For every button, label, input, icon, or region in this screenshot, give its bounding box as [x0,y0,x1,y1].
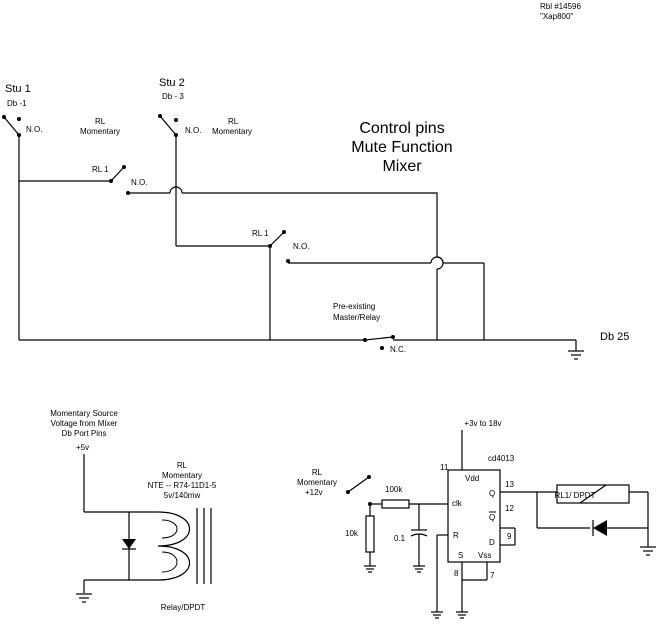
ref-number: Rbl #14596 [540,2,581,11]
output-relay-label: RL1/ DPDT [555,491,596,500]
pin-8: 8 [454,569,459,578]
relay-part-label: NTE -- R74-11D1-5 [148,481,217,490]
c01-label: 0.1 [394,534,406,543]
output-relay [528,484,649,547]
pin-d: D [489,538,495,547]
pre-existing-label: Pre-existing [333,302,375,311]
nc-label: N.C. [390,345,406,354]
rl1-no-label-2: N.O. [293,242,309,251]
relay-coil [83,454,212,593]
rl-label-2: RL [228,117,239,126]
pin-12: 12 [505,504,514,513]
ff-plus12-label: +12v [305,488,323,497]
pin-vdd: Vdd [465,474,479,483]
momentary-label-1: Momentary [80,127,120,136]
relay-contact-rl1-b [176,230,485,340]
relay-momentary-label: Momentary [162,471,202,480]
stu2-label: Stu 2 [159,77,185,89]
rl-label-1: RL [95,117,106,126]
switch-stu2 [158,114,178,246]
pin-clk: clk [452,499,463,508]
resistor-100k [370,499,448,509]
source-label-1: Momentary Source [50,409,118,418]
rl1-no-label-1: N.O. [131,178,147,187]
plus5-label: +5v [76,443,89,452]
momentary-label-2: Momentary [212,127,252,136]
switch1-no-label: N.O. [26,125,42,134]
rl1-label-1: RL 1 [92,165,109,174]
ic-cd4013 [436,430,528,612]
r10k-label: 10k [345,529,359,538]
ground-icon [640,546,656,556]
title-line-3: Mixer [382,158,422,175]
pin-s: S [458,551,463,560]
pin-q: Q [489,489,495,498]
ground-icon [456,611,468,619]
pin-13: 13 [505,480,514,489]
pin-qbar: Q [489,513,495,522]
supply-label: +3v to 18v [464,419,501,428]
chip-label: cd4013 [488,454,515,463]
ground-icon [76,593,92,603]
resistor-10k [364,504,376,573]
title-line-2: Mute Function [351,139,452,156]
capacitor-0-1 [410,504,428,573]
rl1-label-2: RL 1 [252,229,269,238]
pin-7: 7 [490,571,495,580]
pin-r: R [453,531,459,540]
switch2-no-label: N.O. [185,126,201,135]
title-line-1: Control pins [359,120,444,137]
relay-type-label: Relay/DPDT [161,603,206,612]
pin-9: 9 [507,532,512,541]
relay-rl-label: RL [177,461,188,470]
ground-icon [431,611,443,619]
ff-momentary-label: Momentary [297,478,337,487]
ref-name: "Xap800" [540,12,573,21]
switch-stu1 [2,115,21,340]
master-relay-contact [19,335,577,351]
r100k-label: 100k [385,485,403,494]
db1-label: Db -1 [7,99,27,108]
momentary-switch [346,475,372,506]
master-relay-label: Master/Relay [333,313,380,322]
ground-icon [568,350,584,360]
db3-label: Db - 3 [162,92,184,101]
relay-contact-rl1-a [19,165,444,340]
relay-rating-label: 5v/140mw [164,491,201,500]
pin-11: 11 [440,463,449,472]
source-label-2: Voltage from Mixer [51,419,118,428]
pin-vss: Vss [478,551,491,560]
source-label-3: Db Port Pins [62,429,107,438]
ff-rl-label: RL [312,468,323,477]
stu1-label: Stu 1 [5,83,31,95]
db25-label: Db 25 [600,331,629,343]
